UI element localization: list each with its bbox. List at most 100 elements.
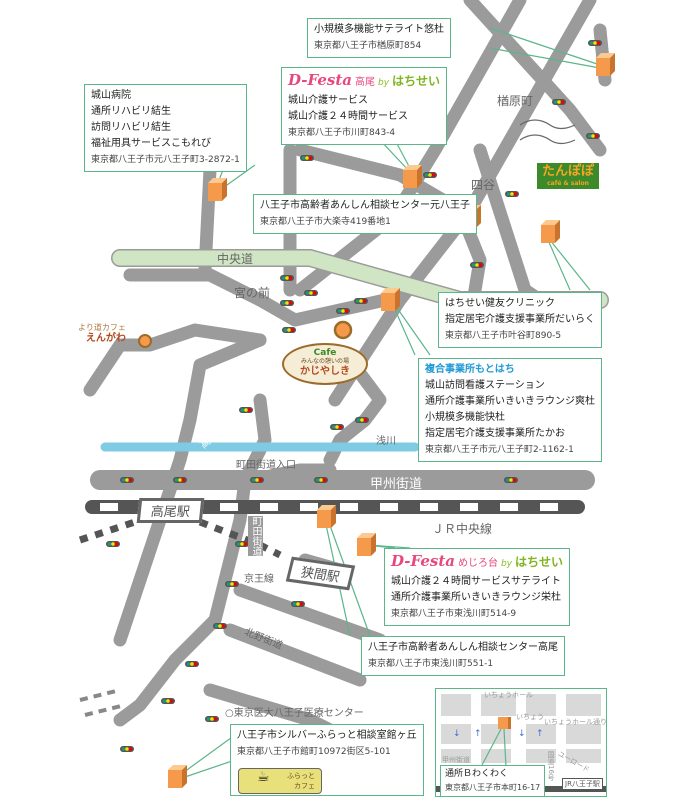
traffic-light-icon	[470, 262, 484, 268]
tanpopo-cafe-sign: たんぽぽ café & salon	[537, 163, 599, 189]
inset-callout-wakuwaku: 通所Ｂわくわく 東京都八王子市本町16-17	[440, 765, 546, 796]
cafe-engawa-marker	[138, 334, 152, 348]
road-segment	[233, 583, 387, 647]
traffic-light-icon	[304, 290, 318, 296]
callout-line: 通所Ｂわくわく	[445, 769, 509, 779]
traffic-light-icon	[423, 172, 437, 178]
dfesta-location: 高尾	[354, 77, 375, 88]
callout-address: 東京都八王子市叶谷町890-5	[445, 331, 562, 341]
traffic-light-icon	[336, 308, 350, 314]
traffic-light-icon	[354, 298, 368, 304]
takao-station: 高尾駅	[136, 498, 205, 523]
callout-line: 指定居宅介護支援事業所たかお	[425, 428, 565, 439]
callout-line: 小規模多機能サテライト悠杜	[314, 24, 444, 35]
callout-line: 八王子市シルバーふらっと相談室館ヶ丘	[237, 730, 417, 741]
furatto-line2: カフェ	[294, 782, 315, 790]
office-marker	[403, 165, 422, 188]
one-way-arrow-icon: ↑	[536, 729, 544, 739]
office-marker	[596, 53, 615, 76]
callout-line: 指定居宅介護支援事業所だいらく	[445, 314, 595, 325]
callout-shiroyama-hospital: 城山病院 通所リハビリ結生 訪問リハビリ結生 福祉用具サービスこもれび 東京都八…	[84, 84, 247, 172]
traffic-light-icon	[588, 40, 602, 46]
traffic-light-icon	[161, 698, 175, 704]
label-keio-line: 京王線	[244, 574, 274, 585]
label-koshu-kaido: 甲州街道	[370, 477, 423, 492]
callout-address: 東京都八王子市館町10972街区5-101	[237, 747, 391, 757]
inset-label-route16: 国道16号	[547, 751, 555, 781]
road-segment	[328, 0, 597, 407]
callout-line: 八王子市高齢者あんしん相談センター元八王子	[260, 200, 470, 211]
label-chuodo: 中央道	[217, 252, 254, 266]
callout-address: 東京都八王子市元八王子町3-2872-1	[91, 155, 240, 165]
cafe-kajiyashiki-sign: Cafe みんなの憩いの場 かじやしき	[282, 343, 368, 385]
callout-line: 城山訪問看護ステーション	[425, 380, 545, 391]
traffic-light-icon	[291, 601, 305, 607]
callout-address: 東京都八王子市大楽寺419番地1	[260, 217, 391, 227]
office-marker	[498, 717, 511, 729]
callout-line: 城山介護２４時間サービスサテライト	[391, 576, 561, 587]
callout-line: 福祉用具サービスこもれび	[91, 138, 211, 149]
office-marker	[317, 505, 336, 528]
label-jimba-kaido: 陣馬街道	[516, 206, 527, 246]
traffic-light-icon	[300, 155, 314, 161]
label-asakawa: 浅川	[376, 436, 396, 447]
traffic-light-icon	[330, 424, 344, 430]
traffic-light-icon	[225, 581, 239, 587]
traffic-lights	[106, 40, 602, 752]
traffic-light-icon	[280, 300, 294, 306]
label-machida-kaido-iriguchi: 町田街道入口	[236, 460, 296, 471]
label-miyanomae: 宮の前	[234, 286, 271, 300]
traffic-light-icon	[173, 477, 187, 483]
traffic-light-icon	[250, 477, 264, 483]
inset-pointer	[480, 728, 507, 768]
callout-title: 複合事業所もとはち	[425, 364, 515, 375]
callout-line: 城山病院	[91, 90, 131, 101]
label-jr-chuo-line: ＪＲ中央線	[432, 522, 493, 536]
traffic-light-icon	[120, 746, 134, 752]
office-marker	[357, 533, 376, 556]
road-segment	[223, 623, 367, 687]
dfesta-by: by	[500, 559, 513, 569]
road-segment	[123, 268, 392, 327]
one-way-arrow-icon: ↑	[474, 729, 482, 739]
inset-label-icho: いちょう	[516, 713, 544, 721]
dfesta-brand: D-Festa 高尾 by はちせい	[288, 71, 440, 93]
callout-dfesta-mejirodai: D-Festa めじろ台 by はちせい 城山介護２４時間サービスサテライト 通…	[384, 548, 571, 626]
furatto-cafe-logo: ☕ ふらっと カフェ	[238, 768, 322, 794]
inset-label-jr-station: JR八王子駅	[562, 778, 603, 790]
callout-anshin-takao: 八王子市高齢者あんしん相談センター高尾 東京都八王子市東浅川町551-1	[361, 636, 565, 676]
callout-anshin-motohachioji: 八王子市高齢者あんしん相談センター元八王子 東京都八王子市大楽寺419番地1	[253, 194, 477, 234]
callout-address: 東京都八王子市楢原町854	[314, 41, 422, 51]
road-segment	[473, 143, 547, 307]
inset-map-hachioji: いちょうホール いちょう いちょうホール通り 甲州街道 ユーロード 国道16号 …	[435, 688, 607, 797]
label-yotsuya: 四谷	[471, 178, 496, 192]
traffic-light-icon	[239, 407, 253, 413]
traffic-light-icon	[282, 327, 296, 333]
tanpopo-sub: café & salon	[547, 180, 589, 187]
label-machida-kaido: 町田街道	[248, 516, 263, 556]
traffic-light-icon	[586, 133, 600, 139]
callout-address: 東京都八王子市本町16-17	[445, 783, 541, 792]
traffic-light-icon	[235, 541, 249, 547]
callout-line: 訪問リハビリ結生	[91, 122, 171, 133]
one-way-arrow-icon: ↓	[518, 729, 526, 739]
callout-dfesta-takao: D-Festa 高尾 by はちせい 城山介護サービス 城山介護２４時間サービス…	[281, 67, 448, 145]
traffic-light-icon	[185, 661, 199, 667]
callout-line: はちせい健友クリニック	[445, 298, 555, 309]
traffic-light-icon	[552, 99, 566, 105]
road-segment	[113, 393, 272, 727]
engawa-line1: より道カフェ	[78, 323, 126, 332]
callout-line: 通所介護事業所いきいきラウンジ爽杜	[425, 396, 595, 407]
keio-line-south	[79, 688, 126, 717]
dfesta-brand: D-Festa めじろ台 by はちせい	[391, 552, 563, 574]
road-break-marks	[519, 119, 576, 145]
traffic-light-icon	[120, 477, 134, 483]
traffic-light-icon	[213, 623, 227, 629]
callout-motohachi: 複合事業所もとはち 城山訪問看護ステーション 通所介護事業所いきいきラウンジ爽杜…	[418, 358, 602, 462]
inset-label-icho-hall: いちょうホール	[484, 691, 533, 699]
callout-line: 通所リハビリ結生	[91, 106, 171, 117]
traffic-light-icon	[280, 275, 294, 281]
engawa-name: えんがわ	[85, 333, 126, 344]
inset-label-icho-street: いちょうホール通り	[544, 718, 607, 726]
